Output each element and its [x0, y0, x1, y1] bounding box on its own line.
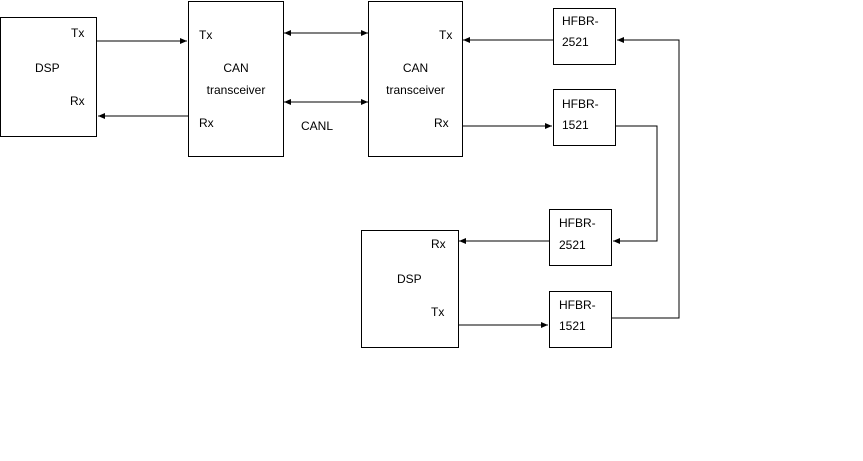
- hfbr-top-1-line1: HFBR-: [562, 14, 599, 28]
- hfbr-transmitter-top: [553, 89, 616, 146]
- dsp1-tx-label: Tx: [71, 26, 85, 40]
- hfbr-top-2-line1: HFBR-: [562, 97, 599, 111]
- wire-fiber-up: [612, 37, 680, 319]
- dsp1-rx-label: Rx: [70, 94, 85, 108]
- hfbr-bot-2-line2: 1521: [559, 319, 586, 333]
- can-transceiver-1: [188, 1, 284, 157]
- hfbr-top-2-line2: 1521: [562, 118, 589, 132]
- hfbr-receiver-bottom: [549, 209, 612, 266]
- dsp2-rx-label: Rx: [431, 237, 446, 251]
- can2-title-line1: CAN: [402, 61, 429, 75]
- dsp1-title: DSP: [35, 61, 60, 75]
- can1-title-line2: transceiver: [206, 83, 266, 97]
- can1-rx-label: Rx: [199, 116, 214, 130]
- can2-title-line2: transceiver: [386, 83, 445, 97]
- can-bus-label: CANL: [301, 119, 334, 133]
- dsp-block-2: [361, 230, 459, 348]
- can1-title-line1: CAN: [223, 61, 249, 75]
- hfbr-bot-1-line1: HFBR-: [559, 216, 596, 230]
- dsp2-title: DSP: [397, 272, 422, 286]
- hfbr-receiver-top: [553, 8, 616, 65]
- hfbr-transmitter-bottom: [549, 291, 612, 348]
- can-transceiver-2: [368, 1, 463, 157]
- can2-rx-label: Rx: [434, 116, 449, 130]
- hfbr-bot-2-line1: HFBR-: [559, 298, 596, 312]
- wire-fiber-down: [613, 125, 658, 244]
- dsp2-tx-label: Tx: [431, 305, 445, 319]
- can1-tx-label: Tx: [199, 28, 213, 42]
- dsp-block-1: [0, 17, 97, 137]
- hfbr-bot-1-line2: 2521: [559, 238, 586, 252]
- hfbr-top-1-line2: 2521: [562, 35, 589, 49]
- can2-tx-label: Tx: [439, 28, 453, 42]
